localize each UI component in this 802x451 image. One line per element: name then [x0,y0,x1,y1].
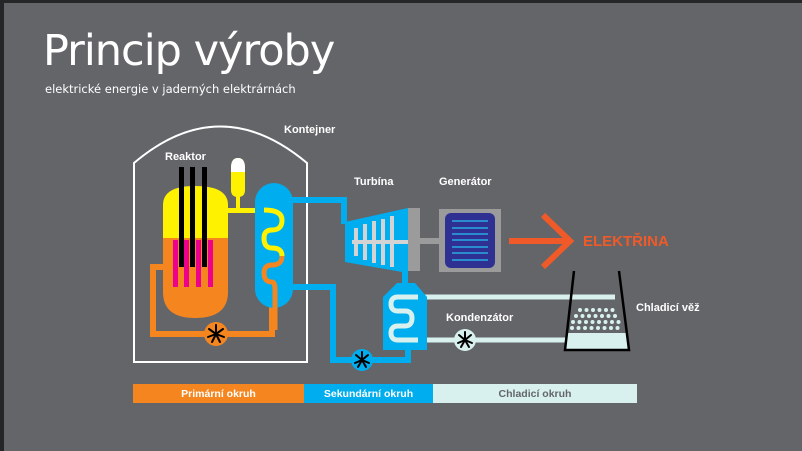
condenser [383,283,427,350]
arrow-right-icon [509,212,575,270]
spray-droplet [613,314,617,318]
spray-droplet [591,308,595,312]
steam-generator-coil-primary [261,255,285,330]
generator-shaft [420,238,440,244]
legend-label: Chladicí okruh [498,387,572,400]
spray-droplet [580,314,585,318]
spray-droplet [597,320,601,324]
feedwater-pipe [292,284,411,363]
legend-label: Sekundární okruh [323,387,414,400]
spray-droplet [606,314,611,318]
spray-droplet [576,326,581,330]
hot-leg-pipe [226,208,266,213]
steam-pipe [292,197,347,224]
primary-pump [204,322,228,346]
secondary-pump [351,349,373,371]
spray-droplet [590,320,595,324]
control-rod [202,167,207,267]
spray-droplet [571,320,575,324]
spray-droplet [600,314,604,318]
spray-droplet [602,326,607,330]
generator [439,209,501,272]
spray-droplet [587,314,591,318]
spray-droplet [616,320,621,324]
label-container: Kontejner [284,124,336,136]
spray-droplet [574,314,578,318]
fuel-element [173,240,178,287]
page-title: Princip výroby [43,26,335,76]
turbine [345,208,420,273]
label-cooling-tower: Chladicí věž [636,302,700,314]
fan-icon [354,351,370,368]
spray-droplet [610,308,615,312]
spray-droplet [584,320,588,324]
spray-droplet [615,326,620,330]
spray-droplet [589,326,594,330]
fan-icon [457,331,473,348]
spray-droplet [578,308,582,312]
page-subtitle: elektrické energie v jaderných elektrárn… [45,82,296,96]
spray-droplet [603,320,608,324]
spray-droplet [593,314,598,318]
label-turbine: Turbína [354,176,394,188]
spray-droplet [596,326,600,330]
primary-loop-pipe [150,264,275,337]
legend-secondary-circuit: Sekundární okruh [304,384,433,403]
turbine-exhaust-pipe [402,268,408,288]
spray-droplet [577,320,582,324]
spray-droplet [604,308,608,312]
control-rod [179,167,184,267]
spray-droplet [570,326,574,330]
fan-icon [207,324,225,343]
cooling-tower [563,270,631,352]
label-reactor: Reaktor [165,151,207,163]
cooling-spray [570,308,621,330]
control-rod [190,167,195,267]
steam-generator-coil [261,207,285,257]
pressurizer [231,158,245,211]
spray-droplet [584,308,589,312]
legend-cooling-circuit: Chladicí okruh [433,384,637,403]
fuel-element [208,240,213,287]
legend-label: Primární okruh [181,387,256,400]
label-electricity: ELEKTŘINA [583,232,669,250]
containment-outline [133,125,308,363]
spray-droplet [583,326,587,330]
label-condenser: Kondenzátor [446,312,514,324]
spray-droplet [609,326,613,330]
fuel-element [184,240,189,287]
cooling-pump [454,329,476,351]
spray-droplet [597,308,602,312]
reactor-vessel [163,167,228,318]
spray-droplet [610,320,614,324]
legend-primary-circuit: Primární okruh [133,384,304,403]
fuel-element [196,240,201,287]
label-generator: Generátor [439,176,492,188]
